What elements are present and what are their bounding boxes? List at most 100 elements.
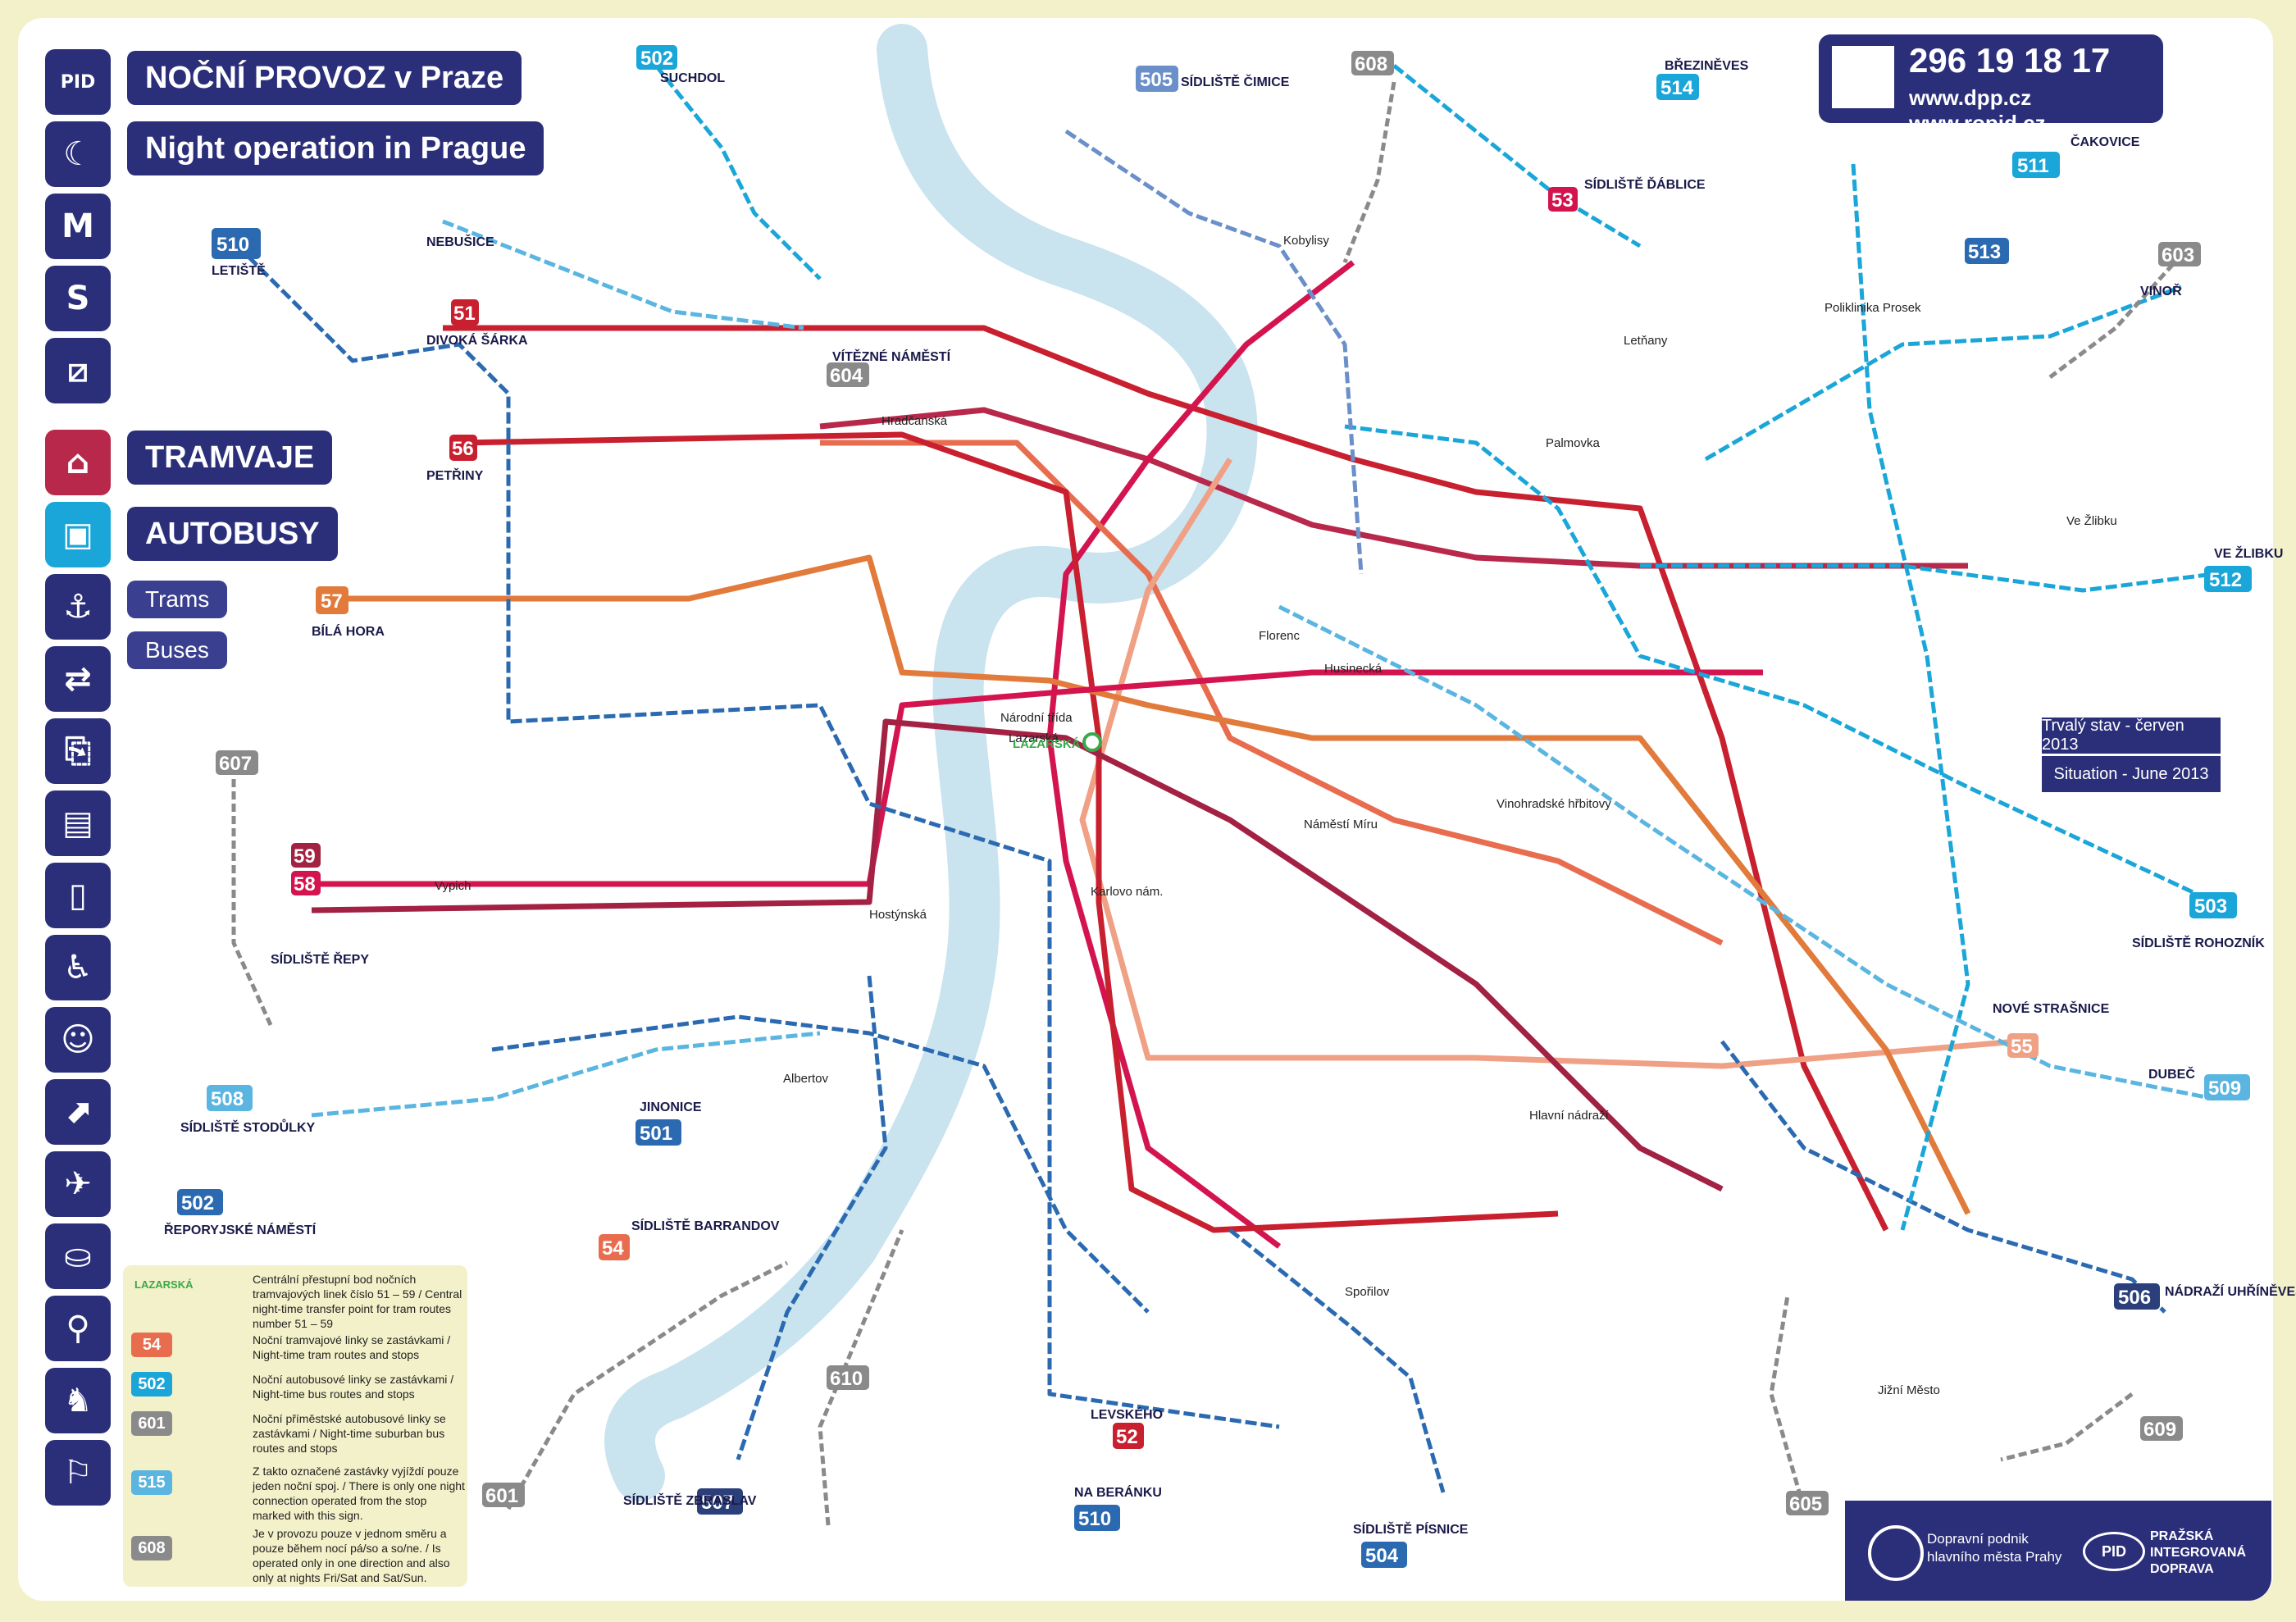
stop-zelivskeho: Vinohradské hřbitovy [1496, 797, 1611, 811]
metro-icon: M [45, 194, 111, 259]
legend-direction-text: Je v provozu pouze v jednom směru a pouz… [253, 1527, 450, 1584]
svg-text:603: 603 [2162, 244, 2194, 267]
s-train-icon: S [45, 266, 111, 331]
legend-transfer-text: Centrální přestupní bod nočních tramvajo… [253, 1273, 462, 1330]
stop-cerny-most: Ve Žlibku [2066, 514, 2117, 528]
status-cz: Trvalý stav - červen 2013 [2042, 717, 2221, 754]
badge-603 [2158, 242, 2201, 267]
badge-56 [449, 435, 477, 461]
footer-box: Dopravní podnik hlavního města Prahy PID… [1845, 1501, 2271, 1601]
vltava-river [604, 24, 1258, 1501]
svg-text:609: 609 [2143, 1419, 2176, 1441]
terminal-sidliste-rohoznik: SÍDLIŠTĚ ROHOZNÍK [2132, 935, 2265, 950]
terminal-brezineves: BŘEZINĚVES [1665, 57, 1749, 73]
stop-namesti-miru: Náměstí Míru [1304, 818, 1378, 832]
terminal-sidliste-pisnice: SÍDLIŠTĚ PÍSNICE [1353, 1521, 1469, 1537]
terminal-sidliste-barrandov: SÍDLIŠTĚ BARRANDOV [631, 1218, 780, 1233]
bicycle-icon: ⚲ [45, 1296, 111, 1361]
terminal-divoka-sarka: DIVOKÁ ŠÁRKA [426, 332, 528, 348]
terminal-ve-zlibku: VE ŽLIBKU [2214, 545, 2283, 561]
terminal-sidliste-cimice: SÍDLIŠTĚ ČIMICE [1181, 74, 1290, 89]
badge-505 [1136, 66, 1178, 92]
badge-55 [2007, 1033, 2039, 1058]
bus-line-508 [311, 1031, 821, 1118]
badge-512 [2204, 566, 2252, 592]
badge-510b [1074, 1505, 1120, 1531]
svg-text:601: 601 [485, 1485, 518, 1507]
stop-hlavni-nadrazi: Husinecká [1324, 662, 1383, 676]
bus-line-511 [1851, 163, 1970, 1231]
ticket-machine-icon: ⎘ [45, 718, 111, 784]
badge-514 [1656, 74, 1699, 100]
bus-line-515 [442, 219, 804, 330]
suburban-line-608 [1342, 81, 1396, 263]
bus-line-504 [1228, 1228, 1446, 1493]
lazarska-hub-label: LAZARSKÁ [1013, 737, 1081, 751]
bus-icon: ▣ [45, 502, 111, 567]
badge-502 [636, 45, 677, 70]
legend: LAZARSKÁ Centrální přestupní bod nočních… [123, 1265, 467, 1587]
legend-suburban-text: Noční příměstské autobusové linky se zas… [253, 1412, 446, 1455]
svg-text:503: 503 [2194, 895, 2227, 918]
walking-icon: ⚐ [45, 1440, 111, 1506]
svg-text:510: 510 [216, 234, 249, 256]
terminal-sidliste-stodulky: SÍDLIŠTĚ STODŮLKY [180, 1119, 315, 1135]
tram-line-57 [336, 554, 1971, 1215]
family-icon: ☺ [45, 1007, 111, 1073]
legend-direction-badge: 608 [131, 1536, 172, 1560]
svg-text:508: 508 [211, 1088, 244, 1110]
phone-number: 296 19 18 17 [1909, 41, 2111, 80]
badge-513 [1965, 238, 2009, 264]
svg-text:605: 605 [1789, 1493, 1822, 1515]
svg-text:55: 55 [2011, 1036, 2033, 1058]
legend-star-text: Z takto označené zastávky vyjíždí pouze … [253, 1465, 465, 1522]
wheelchair-icon: ♿ [45, 935, 111, 1000]
badge-609 [2140, 1416, 2183, 1441]
svg-text:57: 57 [321, 590, 343, 613]
dog-icon: ♞ [45, 1368, 111, 1433]
legend-transfer-stop: LAZARSKÁ [134, 1278, 194, 1291]
night-moon-icon: ☾ [45, 121, 111, 187]
status-en: Situation - June 2013 [2042, 756, 2221, 792]
terminal-petriny: PETŘINY [426, 467, 484, 483]
bus-line-505 [1064, 129, 1364, 575]
badge-507 [697, 1488, 743, 1515]
svg-text:53: 53 [1551, 189, 1574, 212]
terminal-jinonice: JINONICE [640, 1100, 702, 1114]
stop-labels: Hradčanská Kobylisy Palmovka Florenc Laz… [435, 234, 2117, 1397]
bus-line-510 [236, 244, 1280, 1429]
badge-504 [1361, 1542, 1407, 1568]
bus-line-512 [1640, 563, 2215, 593]
ferry-icon: ⚓ [45, 574, 111, 640]
pid-logo-icon: PID [45, 49, 111, 115]
suburban-network [231, 81, 2191, 1526]
terminal-bila-hora: BÍLÁ HORA [312, 623, 385, 639]
stop-lazarska: Lazarská [1009, 731, 1059, 745]
svg-text:502: 502 [181, 1192, 214, 1214]
tram-icon: ⌂ [45, 430, 111, 495]
legend-bus-badge: 502 [131, 1372, 172, 1396]
stop-jizni-mesto: Jižní Město [1878, 1383, 1940, 1397]
mode-trams-en: Trams [127, 581, 228, 618]
pid-footer-logo: PID [2083, 1532, 2145, 1571]
tram-line-53 [1046, 260, 1355, 1249]
stop-motol: Vypich [435, 879, 471, 893]
badge-54 [599, 1234, 630, 1260]
legend-tram-text: Noční tramvajové linky se zastávkami / N… [253, 1333, 451, 1361]
bus-line-506 [1720, 1040, 2166, 1314]
terminal-labels: SUCHDOL VÍTĚZNÉ NÁMĚSTÍ SÍDLIŠTĚ ČIMICE … [164, 57, 2296, 1537]
qr-code-icon [1832, 46, 1894, 108]
vltava-label: VLTAVA [1082, 313, 1123, 326]
legend-suburban-badge: 601 [131, 1411, 172, 1436]
badge-510 [212, 228, 261, 259]
svg-text:506: 506 [2118, 1287, 2151, 1309]
dpp-logo-icon [1868, 1525, 1924, 1581]
svg-text:51: 51 [453, 303, 476, 325]
legend-star-badge: 515 [131, 1470, 172, 1495]
svg-text:510: 510 [1078, 1508, 1111, 1530]
badge-601 [482, 1483, 525, 1507]
ticket-icon: ▤ [45, 790, 111, 856]
suburban-line-609 [2000, 1392, 2134, 1462]
badge-610 [827, 1365, 869, 1390]
